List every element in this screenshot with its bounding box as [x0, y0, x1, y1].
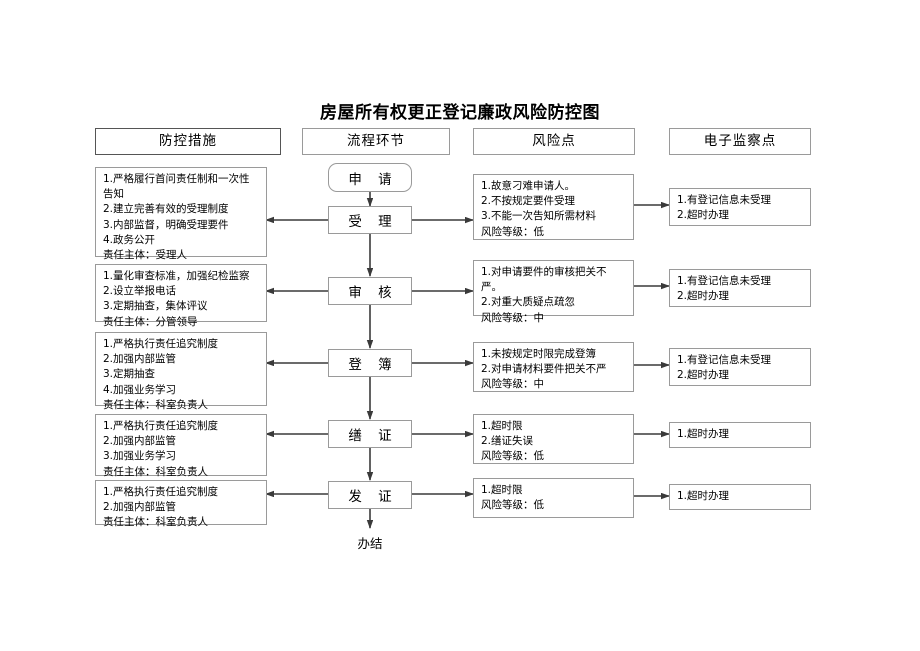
process-step-certificate-preparation: 缮 证: [328, 420, 412, 448]
column-header-process: 流程环节: [302, 128, 450, 155]
process-step-certificate-issuance: 发 证: [328, 481, 412, 509]
measure-box: 1.严格履行首问责任制和一次性告知 2.建立完善有效的受理制度 3.内部监督，明…: [95, 167, 267, 261]
monitor-box: 1.超时办理: [669, 422, 811, 448]
monitor-box: 1.超时办理: [669, 484, 811, 510]
risk-box: 1.超时限 2.缮证失误 风险等级：低: [473, 414, 634, 464]
measure-box: 1.严格执行责任追究制度 2.加强内部监管 责任主体：科室负责人: [95, 480, 267, 528]
process-step-registration: 登 簿: [328, 349, 412, 377]
column-header-measures: 防控措施: [95, 128, 281, 155]
measure-box: 1.严格执行责任追究制度 2.加强内部监管 3.加强业务学习 责任主体：科室负责…: [95, 414, 267, 478]
monitor-box: 1.有登记信息未受理 2.超时办理: [669, 188, 811, 226]
process-step-acceptance: 受 理: [328, 206, 412, 234]
process-step-review: 审 核: [328, 277, 412, 305]
process-step-application: 申 请: [328, 163, 412, 192]
page-title: 房屋所有权更正登记廉政风险防控图: [320, 103, 600, 123]
monitor-box: 1.有登记信息未受理 2.超时办理: [669, 348, 811, 386]
risk-box: 1.未按规定时限完成登簿 2.对申请材料要件把关不严 风险等级：中: [473, 342, 634, 392]
column-header-monitor: 电子监察点: [669, 128, 811, 155]
risk-box: 1.超时限 风险等级：低: [473, 478, 634, 518]
measure-box: 1.量化审查标准，加强纪检监察 2.设立举报电话 3.定期抽查，集体评议 责任主…: [95, 264, 267, 328]
monitor-box: 1.有登记信息未受理 2.超时办理: [669, 269, 811, 307]
risk-box: 1.对申请要件的审核把关不严。 2.对重大质疑点疏忽 风险等级：中: [473, 260, 634, 324]
process-end-label: 办结: [357, 536, 383, 551]
risk-box: 1.故意刁难申请人。 2.不按规定要件受理 3.不能一次告知所需材料 风险等级：…: [473, 174, 634, 240]
column-header-risk: 风险点: [473, 128, 635, 155]
measure-box: 1.严格执行责任追究制度 2.加强内部监管 3.定期抽查 4.加强业务学习 责任…: [95, 332, 267, 411]
